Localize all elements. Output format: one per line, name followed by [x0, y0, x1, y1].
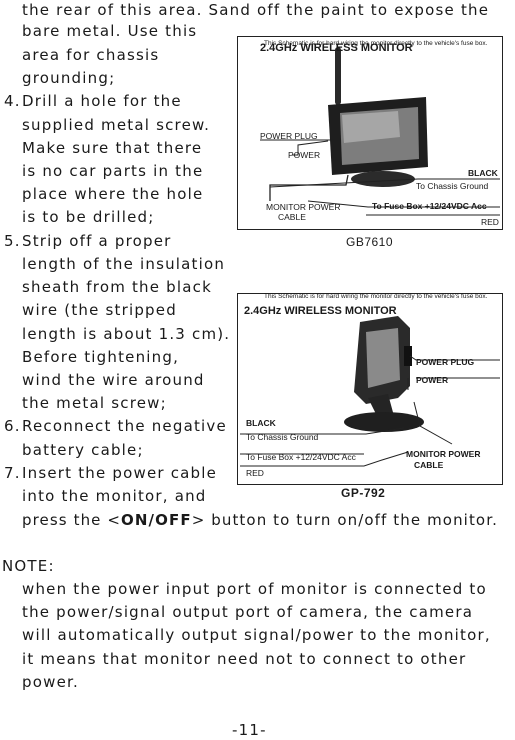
monitor-illustration	[260, 47, 500, 216]
fuse-box-label: To Fuse Box +12/24VDC Acc	[246, 452, 356, 462]
step-5-line: the metal screw;	[22, 394, 167, 412]
fuse-box-label: To Fuse Box +12/24VDC Acc	[372, 201, 487, 211]
wiring-diagram-gb7610: This Schematic is for hard wiring the mo…	[237, 36, 503, 230]
step-4-line: place where the hole	[22, 185, 204, 203]
note-line: the power/signal output port of camera, …	[22, 603, 474, 621]
step-6-line: Reconnect the negative	[22, 417, 227, 435]
note-line: will automatically output signal/power t…	[22, 626, 491, 644]
chassis-ground-label: To Chassis Ground	[416, 181, 489, 191]
step-4-line: Drill a hole for the	[22, 92, 182, 110]
on-off-label: ON/OFF	[121, 511, 192, 529]
power-label: POWER	[288, 150, 321, 160]
text-line: area for chassis	[22, 46, 160, 64]
monitor-power-label: MONITOR POWER	[266, 202, 341, 212]
monitor-illustration	[240, 316, 500, 467]
step-5-line: length is about 1.3 cm).	[22, 325, 231, 343]
press-post: > button to turn on/off the monitor.	[191, 511, 498, 529]
cable-label: CABLE	[414, 460, 444, 470]
schematic-note: This Schematic is for hard wiring the mo…	[264, 293, 488, 300]
diagram-title: 2.4GHz WIRELESS MONITOR	[260, 42, 413, 54]
text-line: grounding;	[22, 69, 116, 87]
monitor-power-label: MONITOR POWER	[406, 449, 481, 459]
chassis-ground-label: To Chassis Ground	[246, 432, 319, 442]
power-plug-label: POWER PLUG	[260, 131, 318, 141]
step-number: 4.	[4, 92, 21, 110]
note-heading: NOTE:	[2, 557, 55, 575]
figure-caption: GP-792	[341, 486, 386, 500]
text-line: the rear of this area. Sand off the pain…	[22, 1, 490, 19]
black-wire-label: BLACK	[468, 168, 498, 178]
step-number: 5.	[4, 232, 21, 250]
press-line: press the <ON/OFF> button to turn on/off…	[22, 510, 498, 530]
note-line: power.	[22, 673, 79, 691]
figure-caption: GB7610	[346, 235, 394, 249]
step-6-line: battery cable;	[22, 441, 144, 459]
power-label: POWER	[416, 375, 449, 385]
step-5-line: Before tightening,	[22, 348, 180, 366]
press-pre: press the <	[22, 511, 122, 529]
diagram-title: 2.4GHz WIRELESS MONITOR	[244, 305, 397, 317]
step-4-line: is to be drilled;	[22, 208, 155, 226]
schematic-note: This Schematic is for hard wiring the mo…	[264, 40, 488, 47]
step-5-line: wire (the stripped	[22, 301, 177, 319]
red-wire-label: RED	[481, 217, 499, 227]
text-line: bare metal. Use this	[22, 22, 198, 40]
page-number: -11-	[232, 721, 267, 739]
step-4-line: is no car parts in the	[22, 162, 204, 180]
note-line: when the power input port of monitor is …	[22, 580, 487, 598]
power-plug-label: POWER PLUG	[416, 357, 475, 367]
red-wire-label: RED	[246, 468, 264, 478]
step-5-line: sheath from the black	[22, 278, 212, 296]
step-number: 6.	[4, 417, 21, 435]
step-5-line: Strip off a proper	[22, 232, 172, 250]
step-7-line: Insert the power cable	[22, 464, 218, 482]
step-5-line: wind the wire around	[22, 371, 205, 389]
cable-label: CABLE	[278, 212, 306, 222]
note-line: it means that monitor need not to connec…	[22, 650, 467, 668]
step-number: 7.	[4, 464, 21, 482]
step-5-line: length of the insulation	[22, 255, 226, 273]
step-4-line: supplied metal screw.	[22, 116, 211, 134]
step-7-line: into the monitor, and	[22, 487, 207, 505]
black-wire-label: BLACK	[246, 418, 276, 428]
wiring-diagram-gp792: This Schematic is for hard wiring the mo…	[237, 293, 503, 485]
step-4-line: Make sure that there	[22, 139, 203, 157]
